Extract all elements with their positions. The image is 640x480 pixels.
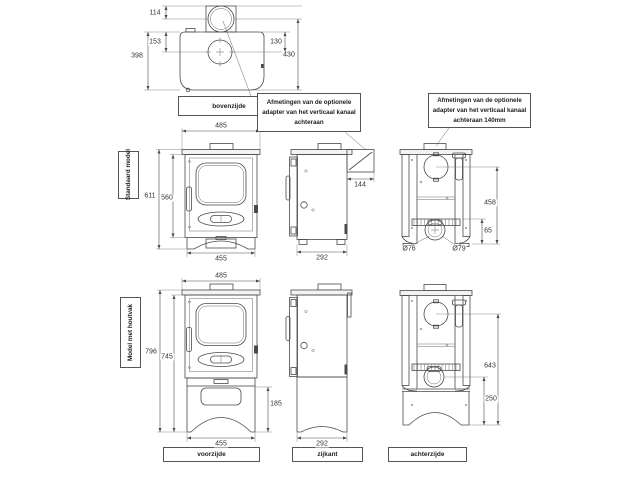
dim-top-adapter-offset: 114 xyxy=(148,9,162,16)
row-label-model-met-houtvak-text: Model met houtvak xyxy=(127,303,134,362)
dim-houtvak-front-body-height: 745 xyxy=(160,353,174,361)
dim-houtvak-front-compartment-height: 185 xyxy=(269,400,283,408)
dim-houtvak-side-depth: 292 xyxy=(315,440,329,448)
dim-houtvak-front-top-width: 485 xyxy=(214,272,228,280)
dim-standaard-front-top-width: 485 xyxy=(214,122,228,130)
dim-standaard-back-diameter-79: Ø79 xyxy=(451,245,467,253)
note-adapter-rear-line2: adapter van het verticaal kanaal xyxy=(262,109,356,116)
houtvak-front-view-drawing xyxy=(157,278,272,442)
dim-houtvak-back-compartment-height: 250 xyxy=(484,395,498,403)
dim-top-flue-to-center: 130 xyxy=(269,38,283,46)
dim-top-flue-offset: 153 xyxy=(148,38,162,46)
view-label-achterzijde: achterzijde xyxy=(388,447,467,462)
standaard-back-view-drawing xyxy=(399,143,500,247)
dim-houtvak-back-flue-height: 643 xyxy=(483,362,497,370)
row-label-standaard-model: Standaard model xyxy=(118,149,139,201)
note-adapter-rear-140mm: Afmetingen van de optionele adapter van … xyxy=(428,93,531,128)
dim-top-total-depth: 430 xyxy=(282,51,296,59)
view-label-voorzijde: voorzijde xyxy=(163,447,260,462)
houtvak-back-view-drawing xyxy=(399,284,501,426)
dim-standaard-back-flue-height: 458 xyxy=(483,199,497,207)
view-label-achterzijde-text: achterzijde xyxy=(410,451,445,458)
view-label-zijkant: zijkant xyxy=(292,447,363,462)
dim-houtvak-front-base-width: 455 xyxy=(214,440,228,448)
houtvak-side-view-drawing xyxy=(285,283,353,442)
note-adapter-rear-140mm-line3: achteraan 140mm xyxy=(453,117,506,124)
dim-standaard-front-body-height: 560 xyxy=(160,194,174,202)
dim-standaard-back-diameter-76: Ø76 xyxy=(401,245,417,253)
standaard-front-view-drawing xyxy=(156,128,261,257)
row-label-model-met-houtvak: Model met houtvak xyxy=(120,297,141,368)
note-adapter-rear-line3: achteraan xyxy=(294,119,324,126)
dim-standaard-back-base-height: 65 xyxy=(483,227,493,235)
note-adapter-rear-line1: Afmetingen van de optionele xyxy=(266,99,352,106)
note-adapter-rear: Afmetingen van de optionele adapter van … xyxy=(257,93,361,132)
view-label-bovenzijde-text: bovenzijde xyxy=(212,102,246,110)
note-leader-lines xyxy=(344,127,450,151)
note-adapter-rear-140mm-line1: Afmetingen van de optionele xyxy=(437,97,522,104)
dim-standaard-side-depth: 292 xyxy=(315,254,329,262)
view-label-voorzijde-text: voorzijde xyxy=(197,451,226,458)
dim-standaard-front-base-width: 455 xyxy=(214,255,228,263)
dim-standaard-front-total-height: 611 xyxy=(143,192,157,200)
view-label-zijkant-text: zijkant xyxy=(317,451,338,458)
note-adapter-rear-140mm-line2: adapter van het verticaal kanaal xyxy=(432,107,527,114)
dim-top-depth: 398 xyxy=(130,52,144,60)
dim-standaard-side-adapter-depth: 144 xyxy=(353,181,367,189)
dim-houtvak-front-total-height: 796 xyxy=(144,348,158,356)
standaard-side-view-drawing xyxy=(285,143,375,256)
row-label-standaard-model-text: Standaard model xyxy=(125,149,132,201)
